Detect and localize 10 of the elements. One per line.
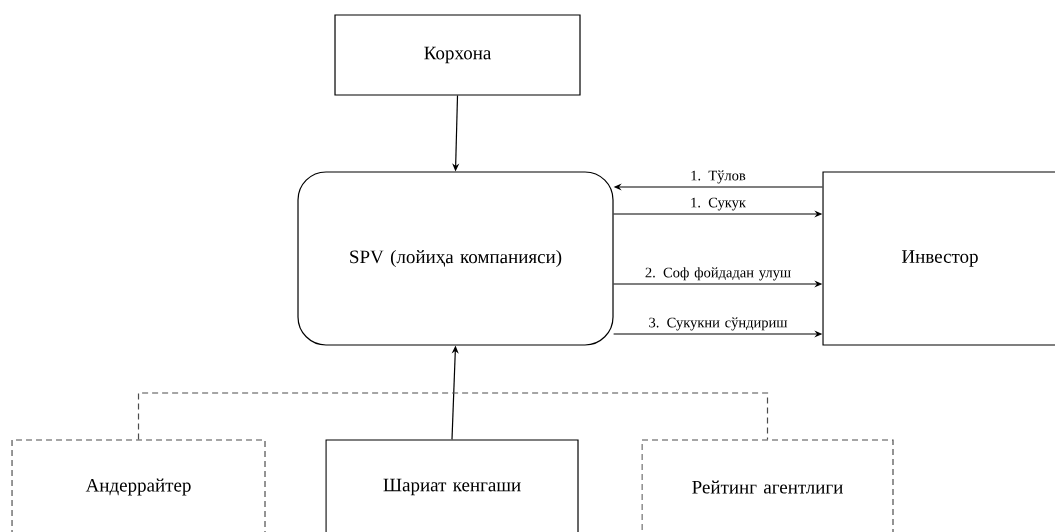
edge-label: 3. Сукукни сўндириш (649, 317, 788, 331)
process-box: Рейтинг агентлиги (641, 439, 894, 532)
edge-label: 1. Тўлов (691, 170, 746, 184)
process-box: Корхона (334, 14, 581, 96)
process-box: Шариат кенгаши (325, 439, 579, 532)
rounded-box: SPV (лойиҳа компанияси) (297, 171, 614, 346)
edge-label: 1. Сукук (691, 197, 746, 211)
process-box: Инвестор (822, 171, 1055, 346)
process-box: Андеррайтер (11, 439, 266, 532)
edge-label: 2. Соф фойдадан улуш (645, 267, 791, 281)
